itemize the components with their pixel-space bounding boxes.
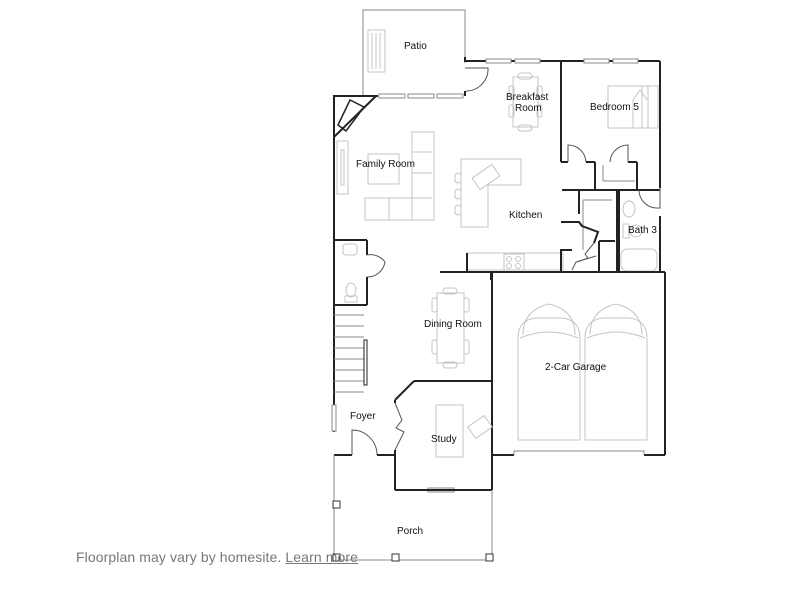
fireplace: [333, 95, 377, 138]
bedroom-5: Bedroom 5: [561, 85, 659, 190]
room-label-family: Family Room: [356, 159, 415, 170]
room-label-study: Study: [431, 434, 457, 445]
floorplan-disclaimer: Floorplan may vary by homesite. Learn mo…: [76, 549, 358, 565]
room-label-foyer: Foyer: [350, 411, 376, 422]
room-label-bedroom5: Bedroom 5: [590, 102, 639, 113]
room-label-porch: Porch: [397, 526, 423, 537]
patio: Patio: [362, 9, 466, 95]
breakfast-table: Breakfast Room: [506, 72, 548, 132]
room-label-kitchen: Kitchen: [509, 210, 542, 221]
room-label-bath3: Bath 3: [628, 225, 657, 236]
garage: 2-Car Garage: [492, 271, 666, 456]
foyer-study: Foyer Study: [334, 380, 493, 491]
kitchen-fixtures: Kitchen: [440, 158, 566, 280]
windows: [331, 58, 639, 493]
powder-and-stairs: [334, 239, 386, 393]
bath-3: Bath 3: [560, 188, 661, 272]
room-label-dining: Dining Room: [424, 319, 482, 330]
porch: Porch: [332, 455, 494, 562]
exterior-walls: [333, 57, 661, 432]
disclaimer-text: Floorplan may vary by homesite.: [76, 549, 282, 565]
room-label-patio: Patio: [404, 41, 427, 52]
learn-more-link[interactable]: Learn more: [285, 549, 358, 565]
room-label-garage: 2-Car Garage: [545, 362, 607, 373]
family-room-furniture: Family Room: [336, 131, 435, 221]
room-label-breakfast-line2: Room: [515, 103, 542, 114]
room-label-breakfast-line1: Breakfast: [506, 92, 548, 103]
